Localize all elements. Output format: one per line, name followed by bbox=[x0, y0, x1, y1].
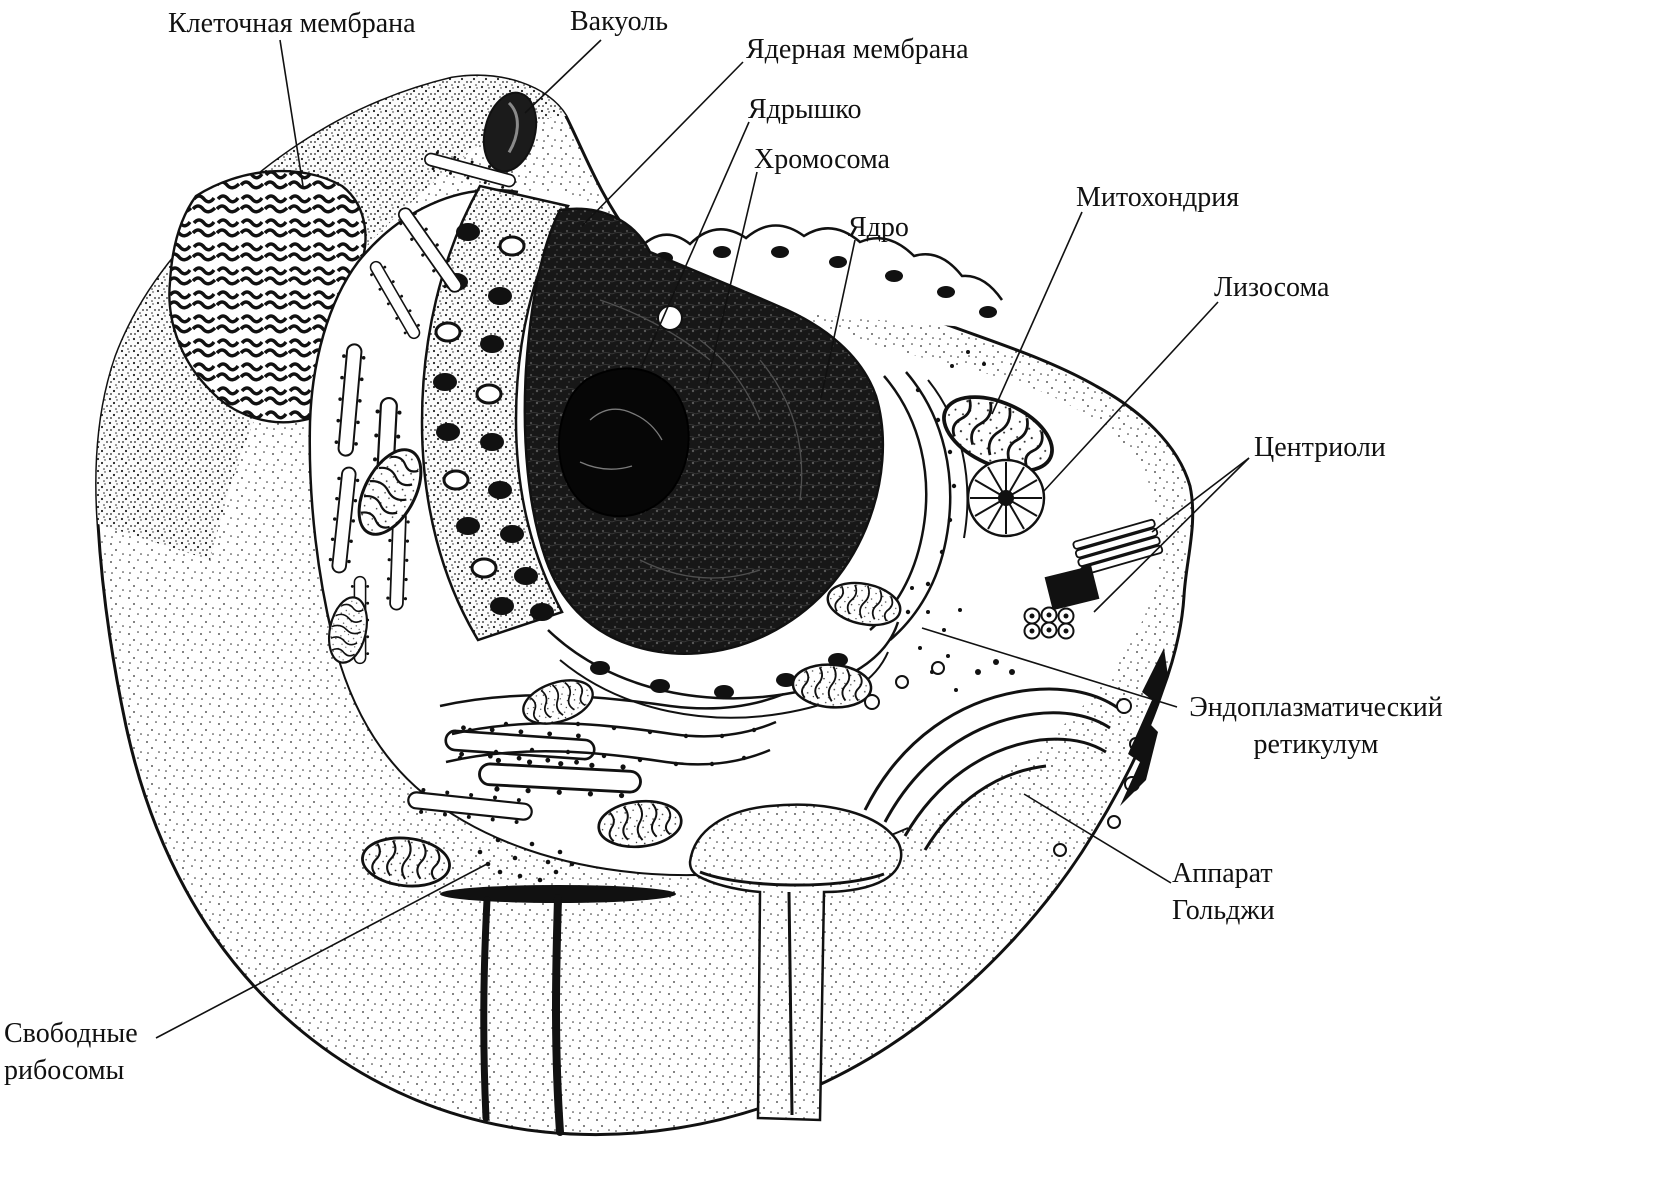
label-mitochondrion: Митохондрия bbox=[1076, 182, 1240, 213]
nucleus-shape bbox=[523, 207, 885, 655]
label-free-ribosomes: Свободные рибосомы bbox=[4, 1018, 138, 1086]
membrane-fold-notch bbox=[1120, 648, 1168, 806]
centriole-end-view bbox=[1023, 606, 1075, 640]
crown-bumps bbox=[635, 224, 1004, 301]
label-chromosome: Хромосома bbox=[754, 144, 890, 175]
cut-edge-left bbox=[308, 188, 519, 651]
centriole-side-view bbox=[1072, 518, 1164, 576]
floor-groove-left bbox=[480, 896, 491, 1122]
leader-centrioles-1 bbox=[1151, 457, 1250, 533]
er-ribosome-dots bbox=[457, 719, 757, 767]
lower-pores bbox=[590, 653, 848, 699]
leader-lines bbox=[155, 39, 1250, 1039]
free-ribosome-dots bbox=[477, 837, 575, 883]
chromatin-threads bbox=[599, 299, 803, 579]
golgi-dots bbox=[975, 659, 1015, 675]
leader-chromosome bbox=[706, 171, 758, 385]
membrane-shell-shading bbox=[96, 75, 566, 560]
nucleus-group bbox=[523, 207, 900, 719]
floor-structures bbox=[440, 803, 903, 1136]
label-golgi-apparatus: Аппарат Гольджи bbox=[1172, 858, 1275, 926]
leader-nuclear-membrane bbox=[581, 61, 744, 227]
vacuole-shape bbox=[482, 91, 538, 173]
lysosome-shape bbox=[966, 458, 1046, 538]
centrioles-group bbox=[1023, 518, 1164, 640]
leader-nucleolus bbox=[640, 121, 750, 369]
leader-lysosome bbox=[1042, 301, 1219, 493]
label-endoplasmic-reticulum: Эндоплазматический ретикулум bbox=[1189, 692, 1443, 760]
er-ribbons bbox=[439, 692, 785, 767]
leader-centrioles-2 bbox=[1093, 457, 1250, 613]
nuclear-pore-window bbox=[657, 305, 683, 331]
golgi-group bbox=[863, 659, 1143, 857]
label-lysosome: Лизосома bbox=[1214, 272, 1330, 303]
pedestal-cap-shadow bbox=[699, 870, 885, 887]
nucleolus-texture bbox=[579, 408, 663, 470]
label-nucleolus: Ядрышко bbox=[748, 94, 862, 125]
centriole-dark-block bbox=[1044, 565, 1100, 611]
label-cell-membrane: Клеточная мембрана bbox=[168, 8, 416, 39]
leader-vacuole bbox=[524, 39, 602, 114]
leader-mitochondrion bbox=[991, 211, 1083, 415]
leader-golgi bbox=[1023, 793, 1172, 884]
leader-cell-membrane bbox=[279, 39, 304, 187]
label-centrioles: Центриоли bbox=[1254, 432, 1386, 463]
leader-er bbox=[921, 627, 1178, 708]
leader-nucleus bbox=[820, 239, 856, 399]
leader-free-ribosomes bbox=[155, 863, 488, 1039]
pedestal-stem-line bbox=[787, 891, 794, 1116]
nucleolus-shape bbox=[558, 367, 690, 518]
floor-groove-right bbox=[552, 894, 564, 1136]
er-right-dots bbox=[905, 387, 957, 615]
label-nucleus: Ядро bbox=[848, 212, 909, 243]
nuclear-envelope bbox=[420, 184, 570, 642]
label-vacuole: Вакуоль bbox=[570, 6, 668, 37]
cytoplasm-dots bbox=[910, 350, 986, 692]
label-nuclear-membrane: Ядерная мембрана bbox=[746, 34, 969, 65]
